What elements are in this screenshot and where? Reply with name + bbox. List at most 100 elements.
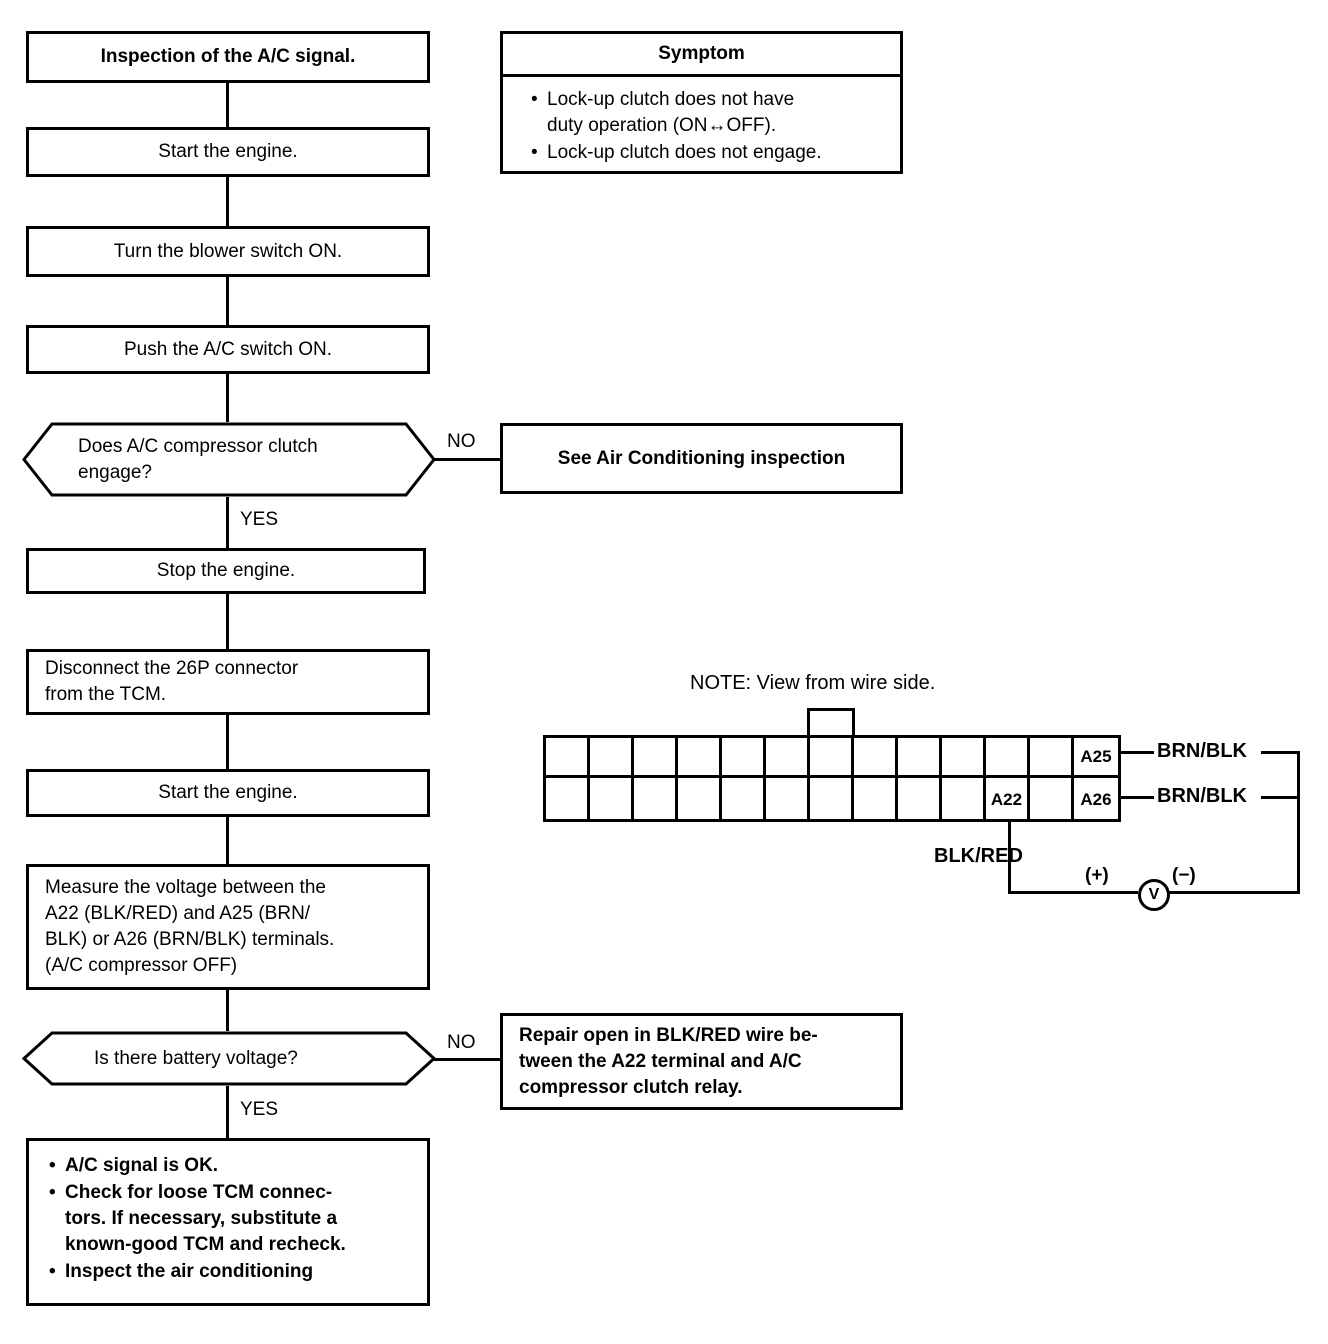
page-title: Inspection of the A/C signal.	[100, 46, 356, 67]
pin-cell	[634, 738, 678, 778]
connector-note: NOTE: View from wire side.	[690, 672, 936, 694]
pin-cell	[722, 778, 766, 822]
flow-connector-7	[226, 715, 229, 769]
no-label-1: NO	[447, 431, 476, 452]
meter-positive-label: (+)	[1085, 865, 1109, 886]
no-branch-line-2	[434, 1058, 500, 1061]
pin-cell	[942, 738, 986, 778]
decision-battery-voltage: Is there battery voltage?	[22, 1031, 436, 1086]
pin-cell	[678, 778, 722, 822]
bullet-icon: •	[531, 89, 538, 110]
pin-cell	[722, 738, 766, 778]
step-blower-switch-on: Turn the blower switch ON.	[26, 226, 430, 277]
wire-lead-a25	[1121, 751, 1154, 754]
step-label: Push the A/C switch ON.	[123, 338, 333, 360]
yes-label-2: YES	[240, 1099, 279, 1120]
list-item: • A/C signal is OK.	[49, 1153, 407, 1179]
connector-pin-grid: A25 A22 A26	[543, 735, 1121, 822]
pin-cell	[1030, 778, 1074, 822]
final-actions-list: • A/C signal is OK. • Check for loose TC…	[29, 1141, 427, 1286]
symptom-header: Symptom	[658, 43, 745, 64]
wire-bus-negative	[1297, 751, 1300, 894]
decision-label: Does A/C compressor clutch engage?	[78, 435, 318, 483]
bullet-icon: •	[531, 142, 538, 163]
flow-connector-6	[226, 594, 229, 649]
step-label: Start the engine.	[158, 141, 298, 162]
pin-cell-a26: A26	[1080, 790, 1112, 809]
pin-cell	[766, 778, 810, 822]
pin-cell	[546, 738, 590, 778]
step-stop-engine: Stop the engine.	[26, 548, 426, 594]
wire-meter-negative-lead	[1167, 891, 1300, 894]
wire-label-a26: BRN/BLK	[1157, 785, 1247, 807]
list-item: • Lock-up clutch does not engage.	[531, 140, 872, 166]
step-label: Disconnect the 26P connector from the TC…	[45, 658, 299, 705]
flow-connector-8	[226, 817, 229, 864]
pin-cell	[986, 738, 1030, 778]
step-label: Measure the voltage between the A22 (BLK…	[45, 877, 335, 976]
pin-cell	[898, 778, 942, 822]
bullet-icon: •	[49, 1155, 56, 1176]
voltmeter-symbol: V	[1148, 886, 1160, 903]
hexagon-shape	[22, 422, 436, 497]
voltmeter-icon: V	[1138, 879, 1170, 911]
final-actions-box: • A/C signal is OK. • Check for loose TC…	[26, 1138, 430, 1306]
result-see-ac-inspection: See Air Conditioning inspection	[500, 423, 903, 494]
flow-connector-3	[226, 277, 229, 325]
flow-connector-10-yes	[226, 1086, 229, 1138]
result-repair-open: Repair open in BLK/RED wire be- tween th…	[500, 1013, 903, 1110]
pin-cell	[1030, 738, 1074, 778]
pin-cell	[634, 778, 678, 822]
list-item-text: Lock-up clutch does not engage.	[547, 142, 822, 163]
pin-cell	[898, 738, 942, 778]
result-label: See Air Conditioning inspection	[557, 447, 846, 469]
pin-cell	[854, 738, 898, 778]
pin-cell	[766, 738, 810, 778]
bullet-icon: •	[49, 1182, 56, 1203]
symptom-divider	[503, 74, 900, 77]
title-box: Inspection of the A/C signal.	[26, 31, 430, 83]
pin-cell	[854, 778, 898, 822]
pin-cell	[546, 778, 590, 822]
wire-label-blk-red: BLK/RED	[934, 845, 1023, 867]
flow-connector-2	[226, 177, 229, 226]
pin-cell	[590, 738, 634, 778]
step-label: Stop the engine.	[156, 560, 296, 581]
wire-meter-positive-lead	[1008, 891, 1138, 894]
pin-cell	[590, 778, 634, 822]
no-label-2: NO	[447, 1032, 476, 1053]
no-branch-line-1	[434, 458, 500, 461]
bullet-icon: •	[49, 1261, 56, 1282]
list-item-text: A/C signal is OK.	[65, 1155, 219, 1176]
wire-lead-a26-right	[1261, 796, 1300, 799]
wire-lead-a25-right	[1261, 751, 1300, 754]
pin-cell-a25: A25	[1074, 738, 1118, 778]
flow-connector-4	[226, 374, 229, 422]
list-item-text: Check for loose TCM connec- tors. If nec…	[65, 1182, 346, 1255]
list-item-text: Inspect the air conditioning	[65, 1261, 314, 1282]
step-ac-switch-on: Push the A/C switch ON.	[26, 325, 430, 374]
meter-negative-label: (−)	[1172, 865, 1196, 886]
step-measure-voltage: Measure the voltage between the A22 (BLK…	[26, 864, 430, 990]
step-disconnect-26p: Disconnect the 26P connector from the TC…	[26, 649, 430, 715]
result-label: Repair open in BLK/RED wire be- tween th…	[519, 1024, 818, 1098]
pin-cell	[942, 778, 986, 822]
step-start-engine-1: Start the engine.	[26, 127, 430, 177]
symptom-box: Symptom • Lock-up clutch does not have d…	[500, 31, 903, 174]
hexagon-shape	[22, 1031, 436, 1086]
decision-clutch-engage: Does A/C compressor clutch engage?	[22, 422, 436, 497]
step-label: Turn the blower switch ON.	[113, 240, 343, 262]
yes-label-1: YES	[240, 509, 279, 530]
wire-lead-a26	[1121, 796, 1154, 799]
flow-connector-9	[226, 990, 229, 1031]
flow-connector-5-yes	[226, 497, 229, 548]
step-start-engine-2: Start the engine.	[26, 769, 430, 817]
list-item: • Lock-up clutch does not have duty oper…	[531, 87, 872, 139]
list-item: • Inspect the air conditioning	[49, 1259, 407, 1285]
flow-connector-1	[226, 83, 229, 127]
decision-label: Is there battery voltage?	[94, 1047, 298, 1069]
pin-cell-a22: A22	[986, 778, 1030, 822]
list-item-text: Lock-up clutch does not have duty operat…	[547, 89, 795, 136]
pin-cell	[678, 738, 722, 778]
